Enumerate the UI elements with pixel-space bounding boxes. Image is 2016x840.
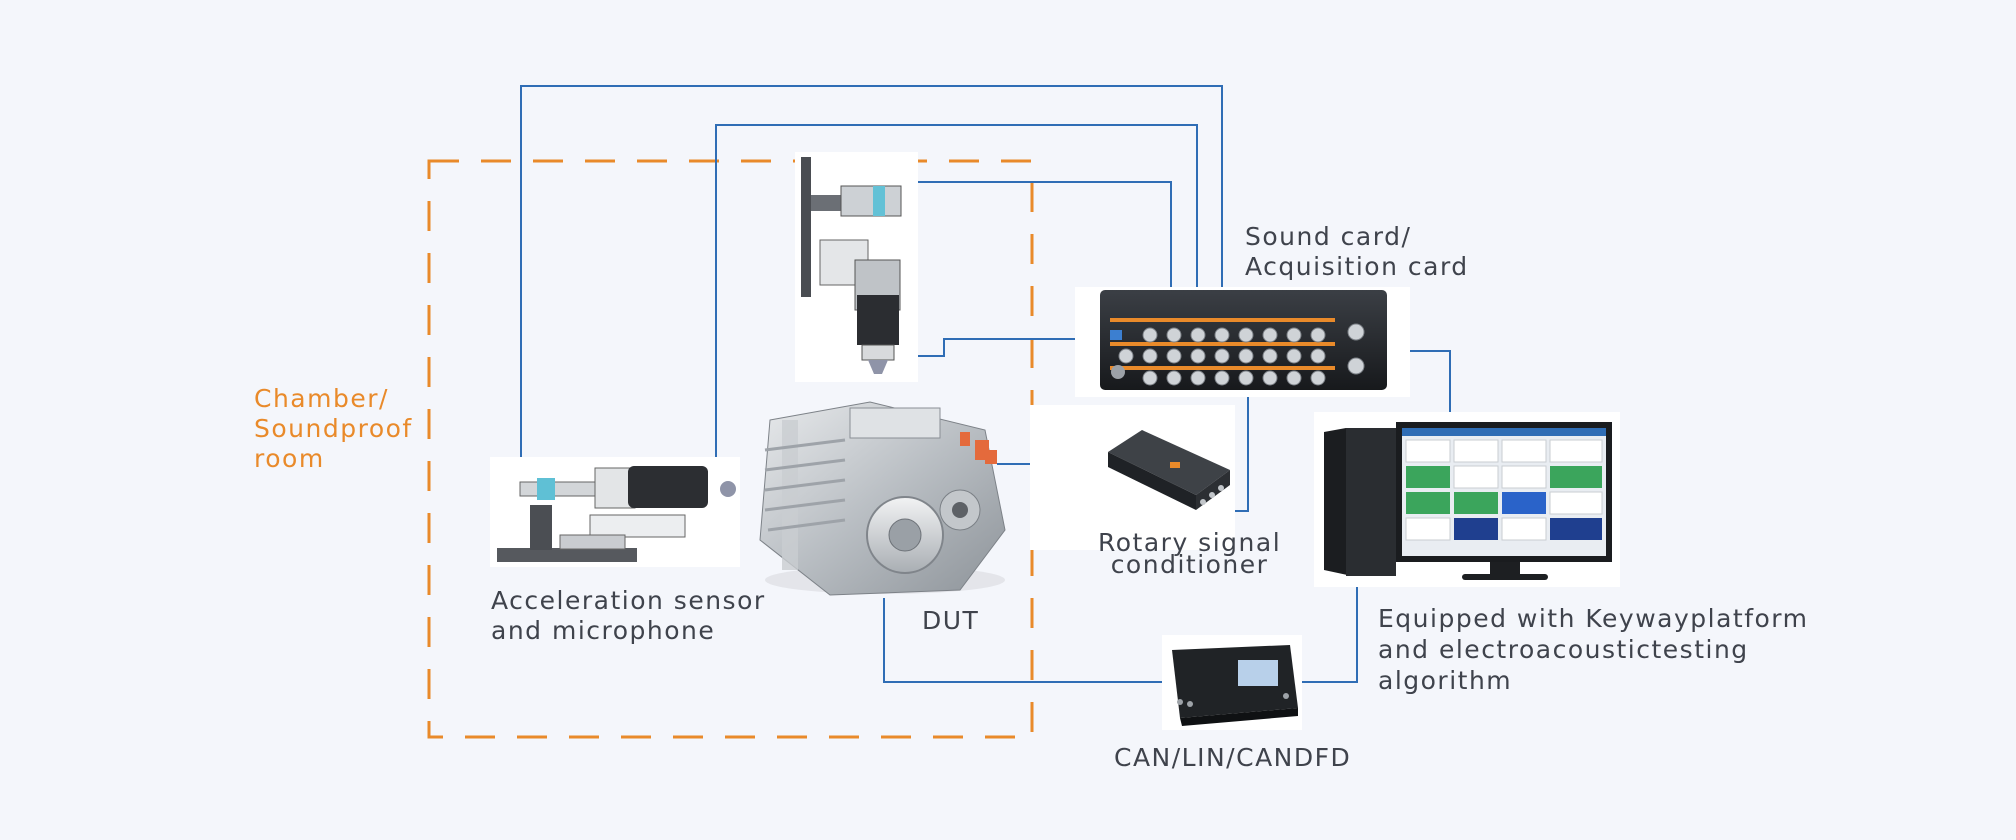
screen-panels <box>1405 439 1603 541</box>
wire-sensor-inner <box>715 124 1198 470</box>
sensor-rig-icon <box>490 457 740 567</box>
wire-sensor-outer <box>520 85 1223 490</box>
wire-mic-stand <box>880 181 1172 336</box>
chamber-label-line-1: Chamber/ <box>254 384 389 413</box>
microphone-stand-icon <box>795 152 918 382</box>
sensor-label-line-1: Acceleration sensor <box>491 586 766 615</box>
chamber-label-line-3: room <box>254 444 325 473</box>
can-label: CAN/LIN/CANDFD <box>1114 743 1351 773</box>
sensor-label-line-2: and microphone <box>491 616 716 645</box>
sensor-label: Acceleration sensor and microphone <box>491 586 766 646</box>
motor-icon <box>759 401 1006 596</box>
computer-label: Equipped with Keywayplatform and electro… <box>1378 603 1809 696</box>
dut-label-text: DUT <box>922 606 980 635</box>
chamber-label-line-2: Soundproof <box>254 414 413 443</box>
signal-conditioner-icon <box>1030 405 1235 550</box>
computer-icon <box>1314 412 1620 587</box>
rotary-label-line-2: conditioner <box>1110 550 1269 579</box>
computer-label-line-2: and electroacoustictesting <box>1378 635 1749 664</box>
can-interface-icon <box>1162 635 1302 730</box>
sound-card-label-line-2: Acquisition card <box>1245 252 1469 281</box>
acquisition-card-icon <box>1075 287 1410 397</box>
wire-can-pc <box>1300 581 1358 683</box>
computer-label-line-1: Equipped with Keywayplatform <box>1378 604 1809 633</box>
rotary-label: Rotary signal conditioner <box>1098 528 1282 579</box>
rotary-label-line-1: Rotary signal <box>1098 528 1282 557</box>
sound-card-label: Sound card/ Acquisition card <box>1245 222 1469 282</box>
chamber-label: Chamber/ Soundproof room <box>254 384 413 474</box>
wire-dut-can <box>883 598 1162 683</box>
sound-card-label-line-1: Sound card/ <box>1245 222 1412 251</box>
dut-label: DUT <box>922 606 979 636</box>
computer-label-line-3: algorithm <box>1378 666 1513 695</box>
can-label-text: CAN/LIN/CANDFD <box>1114 743 1352 772</box>
